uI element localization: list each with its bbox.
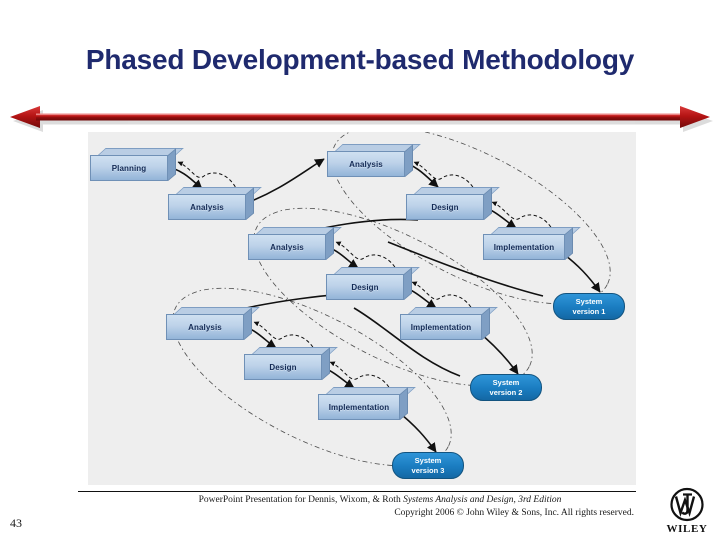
box-side-face (484, 187, 492, 220)
system-version-3-label: System version 3 (392, 452, 464, 479)
box-side-face (400, 387, 408, 420)
process-box-analysis-v2[interactable]: Analysis (248, 227, 342, 263)
page-number: 43 (10, 516, 22, 530)
system-label-line2: version 2 (489, 387, 523, 397)
box-side-face (322, 347, 330, 380)
box-side-face (326, 227, 334, 260)
diagram-connectors (161, 132, 611, 467)
credit-line2: Copyright 2006 © John Wiley & Sons, Inc.… (394, 507, 634, 518)
wiley-wordmark: WILEY (666, 523, 708, 535)
system-version-1-label: System version 1 (553, 293, 625, 320)
process-box-label: Design (244, 354, 322, 380)
system-label-line1: System (414, 456, 442, 465)
footer-divider (78, 491, 636, 492)
process-box-label: Design (406, 194, 484, 220)
system-label-line2: version 1 (572, 306, 606, 316)
page-title: Phased Development-based Methodology (85, 44, 635, 75)
process-box-analysis-initial[interactable]: Analysis (168, 187, 262, 223)
footer-credit: PowerPoint Presentation for Dennis, Wixo… (120, 494, 640, 519)
process-box-label: Analysis (248, 234, 326, 260)
process-box-planning[interactable]: Planning (90, 148, 184, 184)
process-box-implementation-v1[interactable]: Implementation (483, 227, 581, 263)
process-box-design-v1[interactable]: Design (406, 187, 500, 223)
box-side-face (405, 144, 413, 177)
process-box-label: Analysis (166, 314, 244, 340)
system-label-line1: System (492, 378, 520, 387)
system-version-3-node[interactable]: System version 3 (392, 448, 475, 482)
process-box-label: Design (326, 274, 404, 300)
process-box-label: Analysis (327, 151, 405, 177)
process-box-design-v2[interactable]: Design (326, 267, 420, 303)
credit-book-title: Systems Analysis and Design, 3rd Edition (403, 495, 562, 505)
process-box-label: Implementation (400, 314, 482, 340)
box-side-face (244, 307, 252, 340)
diagram-panel: Planning Analysis Analysis Design Implem… (88, 132, 636, 485)
double-headed-arrow-icon (0, 100, 720, 134)
box-side-face (246, 187, 254, 220)
wiley-monogram-icon (670, 487, 704, 522)
process-box-label: Implementation (483, 234, 565, 260)
system-version-2-node[interactable]: System version 2 (470, 370, 553, 404)
box-side-face (482, 307, 490, 340)
process-box-analysis-v1[interactable]: Analysis (327, 144, 421, 180)
process-box-label: Implementation (318, 394, 400, 420)
process-box-label: Analysis (168, 194, 246, 220)
system-version-2-label: System version 2 (470, 374, 542, 401)
box-side-face (168, 148, 176, 181)
process-box-label: Planning (90, 155, 168, 181)
system-label-line1: System (575, 297, 603, 306)
credit-line1-prefix: PowerPoint Presentation for Dennis, Wixo… (198, 495, 404, 505)
box-side-face (404, 267, 412, 300)
box-side-face (565, 227, 573, 260)
system-label-line2: version 3 (411, 465, 445, 475)
process-box-design-v3[interactable]: Design (244, 347, 338, 383)
process-box-implementation-v2[interactable]: Implementation (400, 307, 498, 343)
system-version-1-node[interactable]: System version 1 (553, 289, 636, 323)
wiley-logo: WILEY (660, 487, 714, 537)
process-box-implementation-v3[interactable]: Implementation (318, 387, 416, 423)
process-box-analysis-v3[interactable]: Analysis (166, 307, 260, 343)
